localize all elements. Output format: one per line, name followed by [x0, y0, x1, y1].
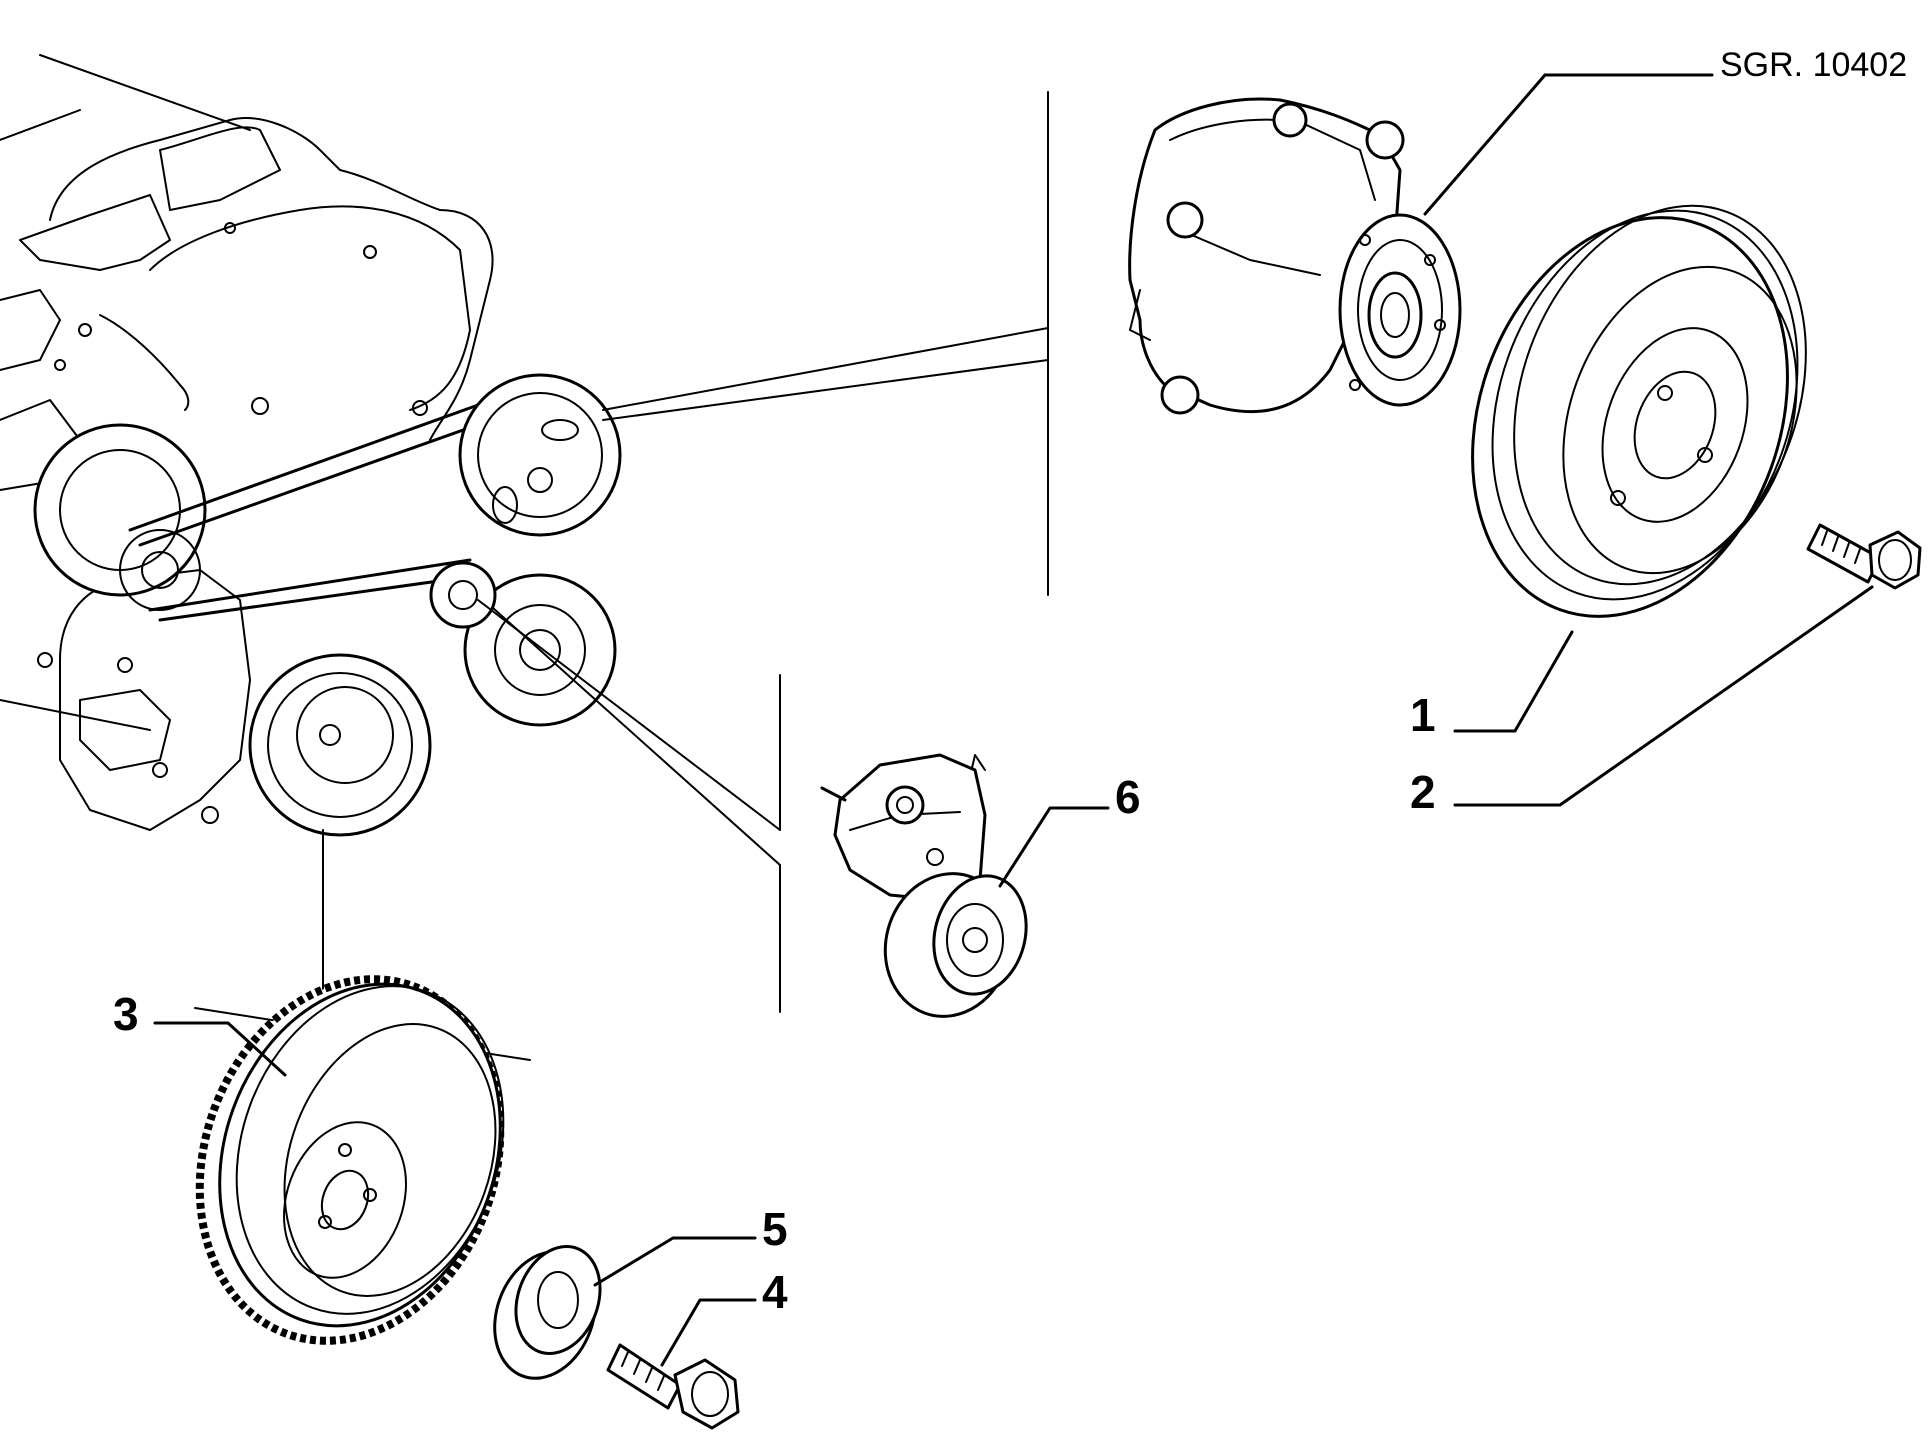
reference-code: SGR. 10402: [1720, 46, 1907, 84]
part-6-tensioner: [820, 753, 1028, 1018]
engine-assembly: [0, 54, 622, 837]
callout-5: 5: [593, 1203, 788, 1287]
callout-2: 2: [1410, 585, 1874, 818]
callout-4: 4: [660, 1266, 788, 1367]
callout-6: 6: [998, 771, 1141, 888]
part-2-bolt: [1806, 523, 1922, 590]
callout-label-6: 6: [1115, 771, 1141, 823]
water-pump: [1128, 97, 1462, 415]
callout-label-5: 5: [762, 1203, 788, 1255]
callout-label-1: 1: [1410, 689, 1436, 741]
callout-3: 3: [113, 988, 287, 1077]
callout-label-3: 3: [113, 988, 139, 1040]
part-5-spacer: [493, 1245, 602, 1380]
part-3-crank-pulley: [195, 975, 505, 1345]
part-4-bolt: [606, 1343, 740, 1430]
callout-label-2: 2: [1410, 766, 1436, 818]
part-1-pulley: [1471, 204, 1807, 618]
callout-1: 1: [1410, 630, 1574, 741]
callout-label-4: 4: [762, 1266, 788, 1318]
